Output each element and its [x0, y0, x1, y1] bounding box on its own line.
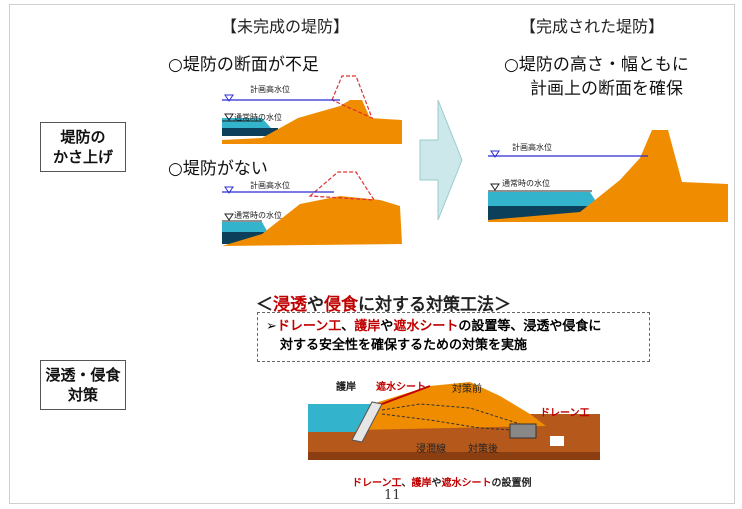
note-bullet: ➢ [266, 319, 277, 334]
label-raising-line2: かさ上げ [52, 148, 113, 166]
label-sheet: 遮水シート [376, 382, 426, 393]
bracket-close: ＞ [494, 295, 511, 315]
water-level-marker [490, 150, 500, 158]
planned-level-label-1: 計画高水位 [250, 85, 290, 94]
caption-sheet: 遮水シート [441, 478, 492, 489]
transition-arrow [419, 99, 463, 221]
bracket-open: ＜ [256, 295, 273, 315]
caption-drain: ドレーン工 [352, 478, 402, 489]
label-drain: ドレーン工 [540, 408, 590, 419]
embankment-shape [222, 100, 402, 144]
word-ya: や [307, 295, 324, 315]
label-box-seepage: 浸透・侵食 対策 [40, 360, 126, 410]
diagram-insufficient-section [222, 75, 402, 144]
planned-level-label-2: 計画高水位 [250, 181, 290, 190]
river-water [308, 404, 372, 432]
note-line-2: 対する安全性を確保するための対策を実施 [280, 338, 528, 353]
word-seepage: 浸透 [273, 295, 307, 315]
note-ya: や [380, 319, 394, 334]
caption-ya: や [431, 478, 442, 489]
normal-level-marker [224, 213, 234, 221]
note-line1-rest: の設置等、浸透や侵食に [458, 319, 602, 334]
sheet-line [381, 385, 431, 405]
water-level-marker [224, 186, 234, 194]
label-raising-line1: 堤防の [60, 128, 106, 146]
case-insufficient-section: ○堤防の断面が不足 [168, 55, 319, 75]
diagram-countermeasures [308, 382, 600, 460]
deep-water [222, 128, 278, 136]
countermeasure-note: ➢ドレーン工、護岸や遮水シートの設置等、浸透や侵食に 対する安全性を確保するため… [257, 312, 650, 362]
slide-frame [9, 4, 735, 504]
label-seepage-line1: 浸透・侵食 [45, 366, 121, 384]
label-box-raising: 堤防の かさ上げ [40, 122, 126, 172]
heading-complete: 【完成された堤防】 [520, 17, 665, 36]
caption-rest: の設置例 [491, 478, 532, 489]
note-sep: 、 [341, 319, 355, 334]
normal-level-label-1: 通常時の水位 [234, 113, 282, 122]
case-no-embankment: ○堤防がない [168, 159, 268, 179]
diagram-no-embankment [222, 171, 402, 246]
diagram-complete [488, 130, 728, 222]
label-seepage-line: 浸潤線 [416, 444, 446, 455]
caption-sep: 、 [401, 478, 412, 489]
note-revetment: 護岸 [354, 319, 381, 334]
countermeasure-title: ＜浸透や侵食に対する対策工法＞ [256, 290, 511, 315]
label-before: 対策前 [452, 384, 482, 395]
diagram-caption: ドレーン工、護岸や遮水シートの設置例 [352, 474, 532, 489]
note-line-1: ➢ドレーン工、護岸や遮水シートの設置等、浸透や侵食に [266, 317, 641, 336]
heading-incomplete: 【未完成の堤防】 [221, 17, 350, 36]
drain-block [509, 423, 537, 439]
page-number: 11 [384, 488, 401, 503]
planned-embankment-outline [308, 171, 376, 201]
normal-level-marker [490, 183, 500, 191]
label-revetment: 護岸 [336, 382, 356, 393]
complete-line-2: 計画上の断面を確保 [530, 79, 683, 99]
planned-level-label-3: 計画高水位 [512, 143, 552, 152]
water-level-marker [224, 94, 234, 102]
embankment-shape [488, 130, 728, 222]
label-seepage-line2: 対策 [67, 386, 98, 404]
word-erosion: 侵食 [324, 295, 358, 315]
title-rest: に対する対策工法 [358, 295, 494, 315]
normal-level-marker [224, 113, 234, 121]
caption-revetment: 護岸 [411, 478, 432, 489]
note-drain: ドレーン工 [276, 319, 342, 334]
seepage-after-line [381, 413, 513, 431]
complete-line-1: ○堤防の高さ・幅ともに [504, 55, 689, 75]
toe-ditch [550, 436, 564, 446]
ground-stripe [308, 452, 600, 460]
ground-shape [222, 196, 402, 246]
normal-level-label-2: 通常時の水位 [234, 211, 282, 220]
levee-body [356, 382, 546, 430]
planned-embankment-outline [331, 75, 374, 120]
normal-level-label-3: 通常時の水位 [502, 179, 550, 188]
note-sheet: 遮水シート [393, 319, 459, 334]
label-after: 対策後 [468, 444, 498, 455]
